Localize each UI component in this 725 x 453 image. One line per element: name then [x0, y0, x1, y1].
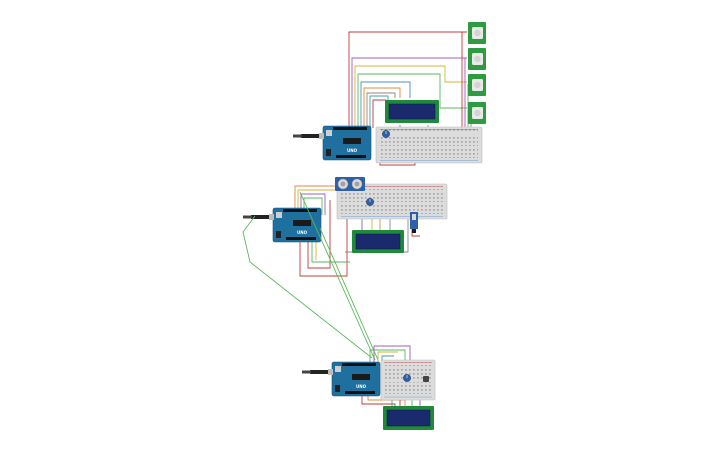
arduino-brand-text: UNO	[297, 230, 308, 235]
potentiometer-top	[382, 130, 390, 138]
circuit-bottom: UNO	[302, 345, 436, 430]
circuit-middle: UNO	[243, 177, 448, 277]
pir-sensor-2	[468, 48, 486, 70]
circuit-top: UNO	[293, 22, 486, 166]
lcd-bottom	[383, 406, 434, 430]
pir-sensor-1	[468, 22, 486, 44]
usb-cable-middle	[243, 214, 274, 220]
arduino-uno-top: UNO	[322, 125, 372, 161]
usb-cable-top	[293, 133, 324, 139]
breadboard-middle	[336, 183, 448, 220]
arduino-brand-text: UNO	[356, 384, 367, 389]
arduino-uno-bottom: UNO	[331, 361, 381, 397]
pir-sensor-4	[468, 102, 486, 124]
arduino-uno-middle: UNO	[272, 207, 322, 243]
potentiometer-middle	[366, 198, 374, 206]
pir-sensor-3	[468, 74, 486, 96]
usb-cable-bottom	[302, 369, 333, 375]
potentiometer-bottom	[403, 374, 429, 382]
inter-circuit-wires	[242, 191, 379, 361]
lcd-middle	[352, 230, 404, 253]
ultrasonic-sensor	[335, 177, 365, 191]
arduino-brand-text: UNO	[347, 148, 358, 153]
lcd-top	[385, 100, 439, 123]
temperature-sensor	[410, 212, 418, 233]
breadboard-top	[375, 126, 483, 164]
